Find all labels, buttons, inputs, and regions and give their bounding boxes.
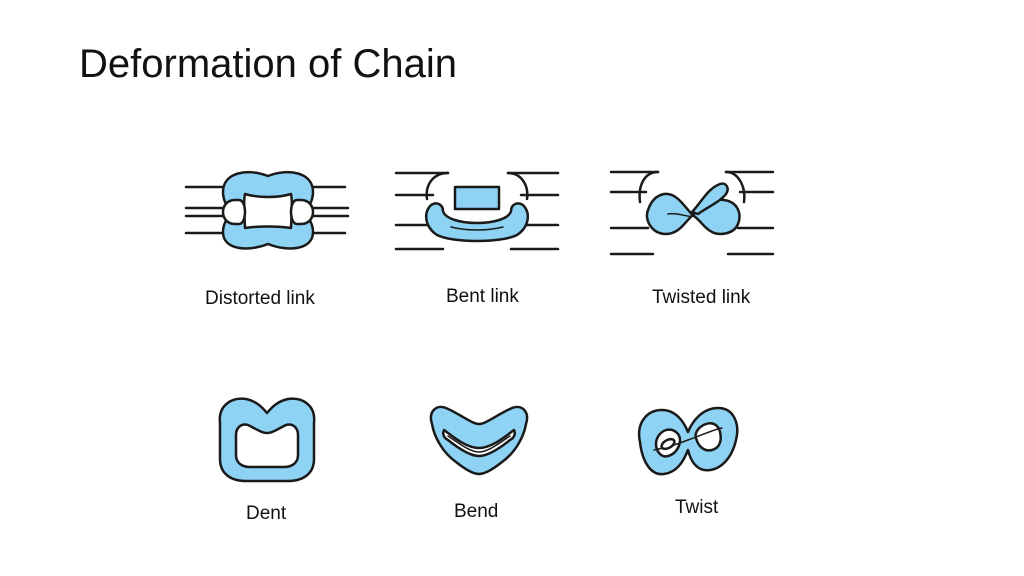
dent-illustration bbox=[218, 397, 316, 483]
bend-illustration bbox=[429, 405, 529, 476]
distorted-link-illustration bbox=[184, 170, 350, 250]
bent-link-caption: Bent link bbox=[446, 286, 519, 307]
slide-title: Deformation of Chain bbox=[79, 42, 457, 86]
twist-caption: Twist bbox=[675, 497, 719, 518]
twisted-link-caption: Twisted link bbox=[652, 287, 751, 308]
bend-caption: Bend bbox=[454, 501, 499, 522]
bent-link-illustration bbox=[394, 171, 560, 251]
twisted-link-illustration bbox=[609, 170, 775, 256]
dent-caption: Dent bbox=[246, 503, 287, 524]
distorted-link-caption: Distorted link bbox=[205, 288, 315, 309]
twist-illustration bbox=[637, 406, 739, 476]
